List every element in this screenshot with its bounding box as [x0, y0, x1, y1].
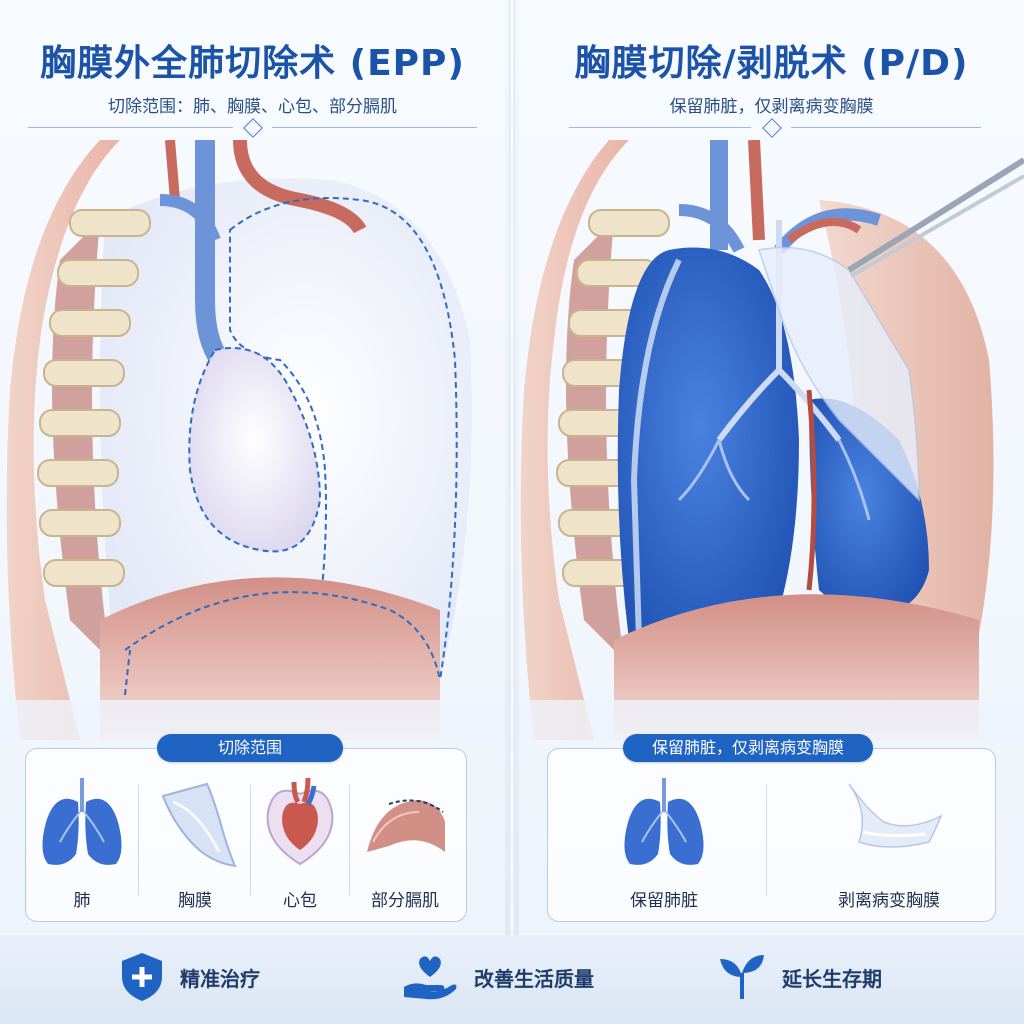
- legend-separator: [766, 785, 767, 895]
- legend-item-diaphragm: 部分膈肌: [355, 772, 455, 912]
- benefit-label: 精准治疗: [180, 966, 260, 991]
- title-rule-right: [272, 127, 477, 128]
- pd-panel: 胸膜切除/剥脱术 (P/D) 保留肺脏，仅剥离病变胸膜: [519, 0, 1024, 935]
- pd-title: 胸膜切除/剥脱术 (P/D): [574, 43, 969, 84]
- legend-item-lung: 肺: [32, 772, 132, 912]
- epp-panel: 胸膜外全肺切除术 (EPP) 切除范围：肺、胸膜、心包、部分膈肌: [0, 0, 505, 935]
- panel-divider: [509, 0, 515, 935]
- pleura-icon: [161, 782, 237, 868]
- legend-label-preserved-lung: 保留肺脏: [630, 891, 698, 911]
- benefit-precise-treatment: 精准治疗: [118, 950, 260, 1004]
- lung-icon: [624, 778, 704, 865]
- legend-label-pericardium: 心包: [283, 891, 317, 911]
- legend-item-pleura: 胸膜: [145, 772, 245, 912]
- pd-subtitle: 保留肺脏，仅剥离病变胸膜: [669, 97, 874, 117]
- legend-item-stripped-pleura: 剥离病变胸膜: [819, 772, 959, 912]
- title-rule-left: [28, 127, 233, 128]
- title-rule-diamond: [762, 118, 782, 138]
- benefits-footer: [0, 935, 1024, 1024]
- benefit-quality-of-life: 改善生活质量: [400, 950, 594, 1004]
- hand-heart-icon: [404, 956, 457, 1000]
- legend-separator: [349, 785, 350, 895]
- legend-label-pleura: 胸膜: [178, 891, 212, 911]
- epp-title: 胸膜外全肺切除术 (EPP): [40, 43, 465, 84]
- pleura-membrane-icon: [848, 783, 943, 848]
- diaphragm-icon: [367, 799, 445, 852]
- legend-label-stripped-pleura: 剥离病变胸膜: [838, 891, 940, 911]
- legend-item-preserved-lung: 保留肺脏: [614, 772, 714, 912]
- epp-subtitle: 切除范围：肺、胸膜、心包、部分膈肌: [108, 97, 397, 117]
- epp-chest-illustration: [0, 140, 505, 740]
- epp-legend-title: 切除范围: [157, 734, 343, 762]
- heart-pericardium-icon: [266, 777, 334, 866]
- pd-legend-title: 保留肺脏，仅剥离病变胸膜: [623, 734, 873, 762]
- benefit-label: 改善生活质量: [474, 966, 594, 991]
- legend-label-lung: 肺: [73, 891, 91, 911]
- shield-plus-icon: [122, 953, 162, 1001]
- benefit-longer-survival: 延长生存期: [716, 950, 882, 1004]
- legend-item-pericardium: 心包: [250, 772, 350, 912]
- title-rule-right: [791, 127, 981, 128]
- pd-chest-illustration: [519, 140, 1024, 740]
- legend-separator: [138, 785, 139, 895]
- title-rule-left: [569, 127, 751, 128]
- sprout-icon: [720, 955, 764, 999]
- benefit-label: 延长生存期: [782, 966, 882, 991]
- legend-separator: [250, 785, 251, 895]
- title-rule-diamond: [243, 118, 263, 138]
- legend-label-diaphragm: 部分膈肌: [371, 891, 439, 911]
- lung-icon: [42, 778, 122, 865]
